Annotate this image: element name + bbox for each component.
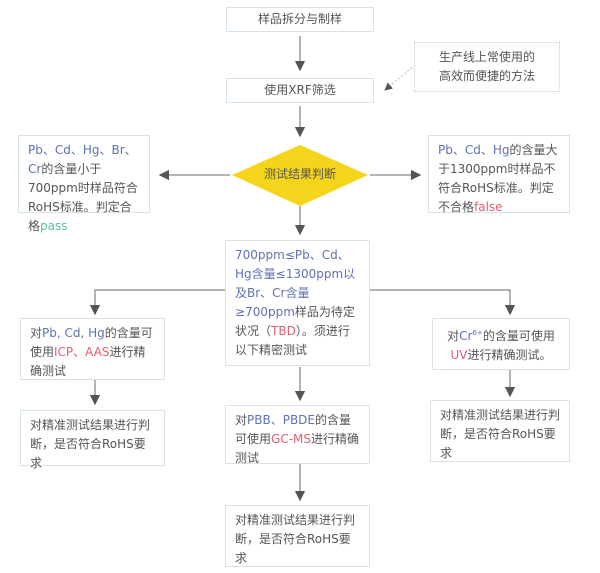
- text: ）。须进行以下精密测试: [235, 324, 350, 357]
- t: 的含量可使用: [30, 326, 153, 359]
- method: UV: [450, 348, 468, 362]
- note-line: 高效而便捷的方法: [438, 69, 535, 83]
- pass-box: Pb、Cd、Hg、Br、Cr的含量小于700ppm时样品符合RoHS标准。判定合…: [18, 135, 150, 233]
- left-method-box: 对Pb, Cd, Hg的含量可使用ICP、AAS进行精确测试: [20, 318, 165, 380]
- center-method-box: 对PBB、PBDE的含量可使用GC-MS进行精确测试: [225, 405, 370, 465]
- t: 对: [30, 326, 43, 340]
- arrow: [370, 289, 516, 316]
- t: 进行精确测试: [30, 345, 146, 378]
- t: 进行精确测试: [235, 432, 360, 465]
- condition: 700ppm≤Pb、Cd、Hg含量≤1300ppm以及Br、Cr含量≥700pp…: [235, 248, 356, 319]
- elements: Pb、Cd、Hg、Br、Cr: [28, 143, 137, 176]
- elements: PBB、PBDE: [247, 413, 316, 427]
- note-line: 生产线上常使用的: [438, 50, 535, 64]
- method: ICP、AAS: [54, 345, 110, 359]
- t: 的含量可使用: [235, 413, 352, 446]
- t: 进行精确测试。: [467, 348, 552, 362]
- note-pointer: [384, 64, 416, 91]
- elements: Pb, Cd, Hg: [42, 326, 105, 340]
- result-pass: pass: [40, 219, 68, 233]
- text: 的含量小于700ppm时样品符合RoHS标准。判定合格: [28, 162, 138, 233]
- right-method-box: 对Cr6+的含量可使用 UV进行精确测试。: [432, 318, 570, 370]
- t: 对: [447, 329, 460, 343]
- left-judge-box: 对精准测试结果进行判断，是否符合RoHS要求: [20, 410, 165, 470]
- label: 使用XRF筛选: [264, 83, 336, 97]
- t: 的含量可使用: [482, 329, 555, 343]
- label: 样品拆分与制样: [257, 12, 342, 26]
- note-box: 生产线上常使用的高效而便捷的方法: [414, 42, 560, 92]
- t: 对精准测试结果进行判断，是否符合RoHS要求: [440, 408, 561, 460]
- result-false: false: [474, 200, 503, 214]
- superscript: 6+: [472, 329, 483, 337]
- t: 对: [235, 413, 248, 427]
- right-judge-box: 对精准测试结果进行判断，是否符合RoHS要求: [430, 400, 570, 462]
- text: 样品为待定状况（: [235, 305, 355, 338]
- decision-diamond: [232, 145, 368, 206]
- method: GC-MS: [271, 432, 311, 446]
- tbd-box: 700ppm≤Pb、Cd、Hg含量≤1300ppm以及Br、Cr含量≥700pp…: [225, 240, 370, 366]
- step-xrf-screening: 使用XRF筛选: [226, 78, 374, 103]
- text: 的含量大于1300ppm时样品不符合RoHS标准。判定不合格: [438, 143, 558, 214]
- decision-label: 测试结果判断: [263, 167, 336, 181]
- t: 对精准测试结果进行判断，是否符合RoHS要求: [235, 513, 356, 565]
- fail-box: Pb、Cd、Hg的含量大于1300ppm时样品不符合RoHS标准。判定不合格fa…: [428, 135, 570, 214]
- elements: Cr: [459, 329, 473, 343]
- t: 对精准测试结果进行判断，是否符合RoHS要求: [30, 418, 151, 470]
- step-sample-prep: 样品拆分与制样: [226, 7, 374, 32]
- arrow: [89, 289, 225, 316]
- tbd: TBD: [271, 324, 296, 338]
- elements: Pb、Cd、Hg: [438, 143, 510, 157]
- center-judge-box: 对精准测试结果进行判断，是否符合RoHS要求: [225, 505, 370, 567]
